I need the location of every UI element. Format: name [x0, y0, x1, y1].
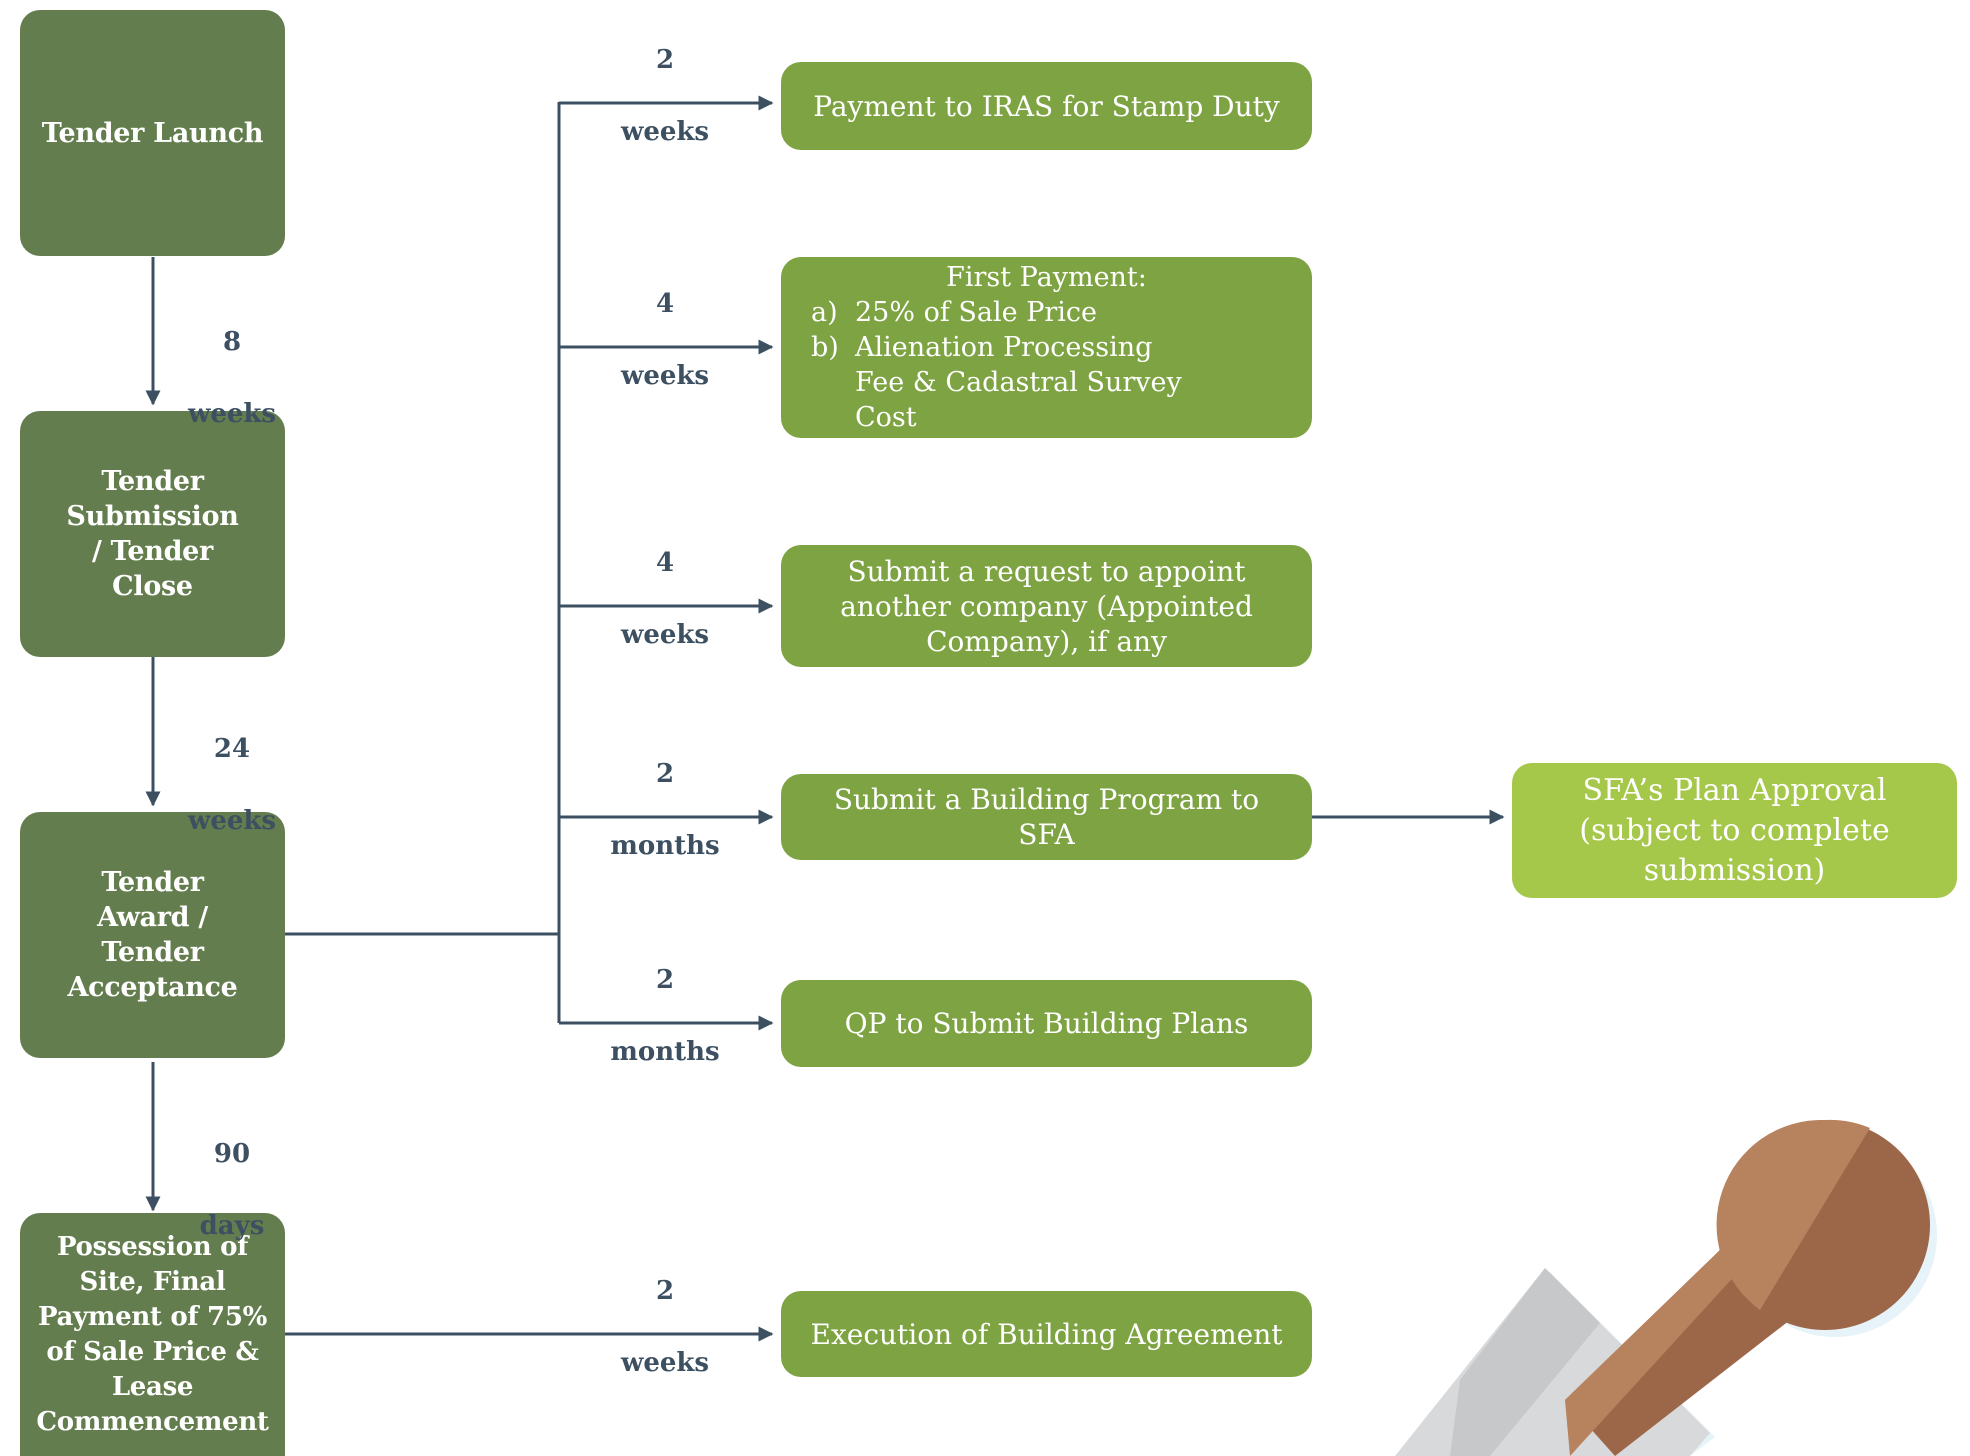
step-heading: First Payment:: [946, 262, 1147, 293]
step-building-program: Submit a Building Program to SFA: [781, 774, 1312, 860]
duration-number: 8: [222, 327, 242, 357]
step-label: QP to Submit Building Plans: [844, 1007, 1249, 1040]
stage-tender-launch: Tender Launch: [20, 10, 285, 256]
list-marker: b): [811, 332, 839, 363]
duration-number: 4: [655, 289, 675, 319]
step-first-payment: First Payment: a) 25% of Sale Price b) A…: [781, 257, 1312, 438]
stage-possession: Possession of Site, Final Payment of 75%…: [20, 1213, 285, 1456]
list-item: b) Alienation Processing Fee & Cadastral…: [811, 330, 1282, 435]
step-label: Payment to IRAS for Stamp Duty: [813, 89, 1280, 123]
stage-label: Tender Launch: [41, 117, 264, 149]
duration-number: 2: [655, 45, 675, 75]
list-text: Alienation Processing Fee & Cadastral Su…: [855, 332, 1182, 433]
duration-number: 2: [655, 1276, 675, 1306]
duration-unit: weeks: [187, 399, 277, 429]
duration-close-to-award: 24 weeks: [162, 695, 302, 875]
duration-number: 24: [213, 734, 251, 764]
step-building-agreement: Execution of Building Agreement: [781, 1291, 1312, 1377]
step-label: Submit a request to appoint another comp…: [840, 554, 1253, 658]
step-building-plans: QP to Submit Building Plans: [781, 980, 1312, 1067]
duration-number: 4: [655, 548, 675, 578]
duration-building-program: 2 months: [595, 720, 735, 900]
step-label: Submit a Building Program to SFA: [833, 783, 1260, 851]
duration-building-agreement: 2 weeks: [595, 1237, 735, 1417]
duration-appoint-company: 4 weeks: [595, 509, 735, 689]
duration-building-plans: 2 months: [595, 926, 735, 1106]
list-item: a) 25% of Sale Price: [811, 295, 1282, 330]
step-stamp-duty: Payment to IRAS for Stamp Duty: [781, 62, 1312, 150]
duration-stamp-duty: 2 weeks: [595, 6, 735, 186]
duration-number: 2: [655, 759, 675, 789]
duration-first-payment: 4 weeks: [595, 250, 735, 430]
stage-label: Possession of Site, Final Payment of 75%…: [36, 1231, 269, 1437]
duration-unit: weeks: [620, 620, 710, 650]
duration-unit: weeks: [620, 1348, 710, 1378]
stage-tender-award: Tender Award / Tender Acceptance: [20, 812, 285, 1058]
duration-launch-to-close: 8 weeks: [162, 288, 302, 468]
approval-label: SFA’s Plan Approval (subject to complete…: [1579, 772, 1890, 888]
step-plan-approval: SFA’s Plan Approval (subject to complete…: [1512, 763, 1957, 898]
duration-number: 90: [213, 1139, 251, 1169]
stage-tender-close: Tender Submission / Tender Close: [20, 411, 285, 657]
stage-label: Tender Submission / Tender Close: [66, 466, 239, 602]
duration-unit: weeks: [620, 117, 710, 147]
list-marker: a): [811, 297, 838, 328]
duration-award-to-possession: 90 days: [162, 1100, 302, 1280]
step-appoint-company: Submit a request to appoint another comp…: [781, 545, 1312, 667]
duration-unit: months: [610, 1037, 720, 1067]
duration-unit: months: [610, 831, 720, 861]
stage-label: Tender Award / Tender Acceptance: [67, 867, 238, 1003]
duration-unit: weeks: [620, 361, 710, 391]
duration-number: 2: [655, 965, 675, 995]
list-text: 25% of Sale Price: [855, 297, 1098, 328]
step-label: Execution of Building Agreement: [810, 1317, 1283, 1351]
duration-unit: days: [199, 1211, 265, 1241]
duration-unit: weeks: [187, 806, 277, 836]
